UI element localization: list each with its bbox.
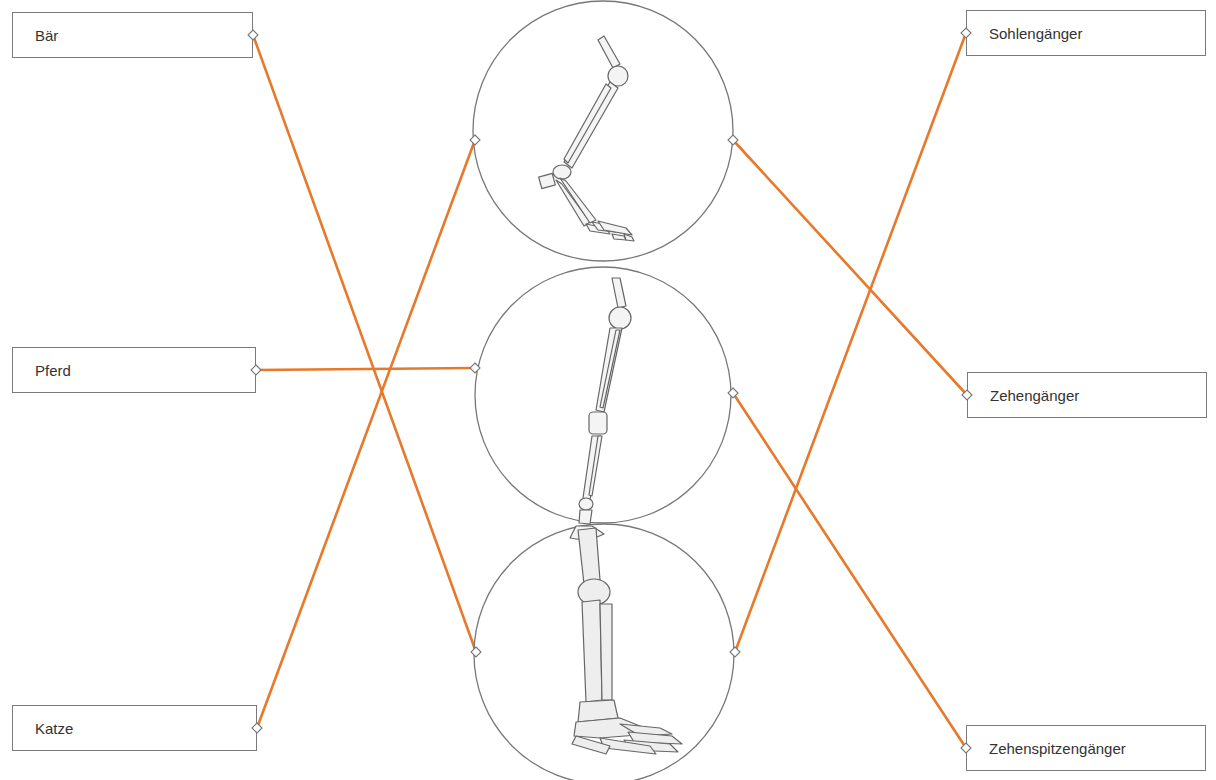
box-label: Zehenspitzengänger — [967, 740, 1148, 757]
animal-term-box: Pferd — [12, 347, 256, 393]
match-line — [257, 140, 967, 728]
cat-leg-skeleton — [539, 36, 634, 241]
illustration-circle — [473, 1, 733, 261]
bear-leg-skeleton — [572, 528, 682, 754]
animal-term-box: Zehengänger — [967, 372, 1207, 418]
box-label: Katze — [13, 720, 95, 737]
animal-term-box: Sohlengänger — [966, 10, 1206, 56]
animal-term-box: Katze — [12, 705, 257, 751]
animal-term-box: Zehenspitzengänger — [966, 725, 1206, 771]
illustration-circle — [475, 267, 731, 523]
animal-term-box: Bär — [12, 12, 253, 58]
illustration-circle — [474, 524, 734, 780]
box-label: Pferd — [13, 362, 93, 379]
box-label: Bär — [13, 27, 80, 44]
box-label: Zehengänger — [968, 387, 1101, 404]
horse-leg-skeleton — [570, 278, 631, 539]
box-label: Sohlengänger — [967, 25, 1104, 42]
